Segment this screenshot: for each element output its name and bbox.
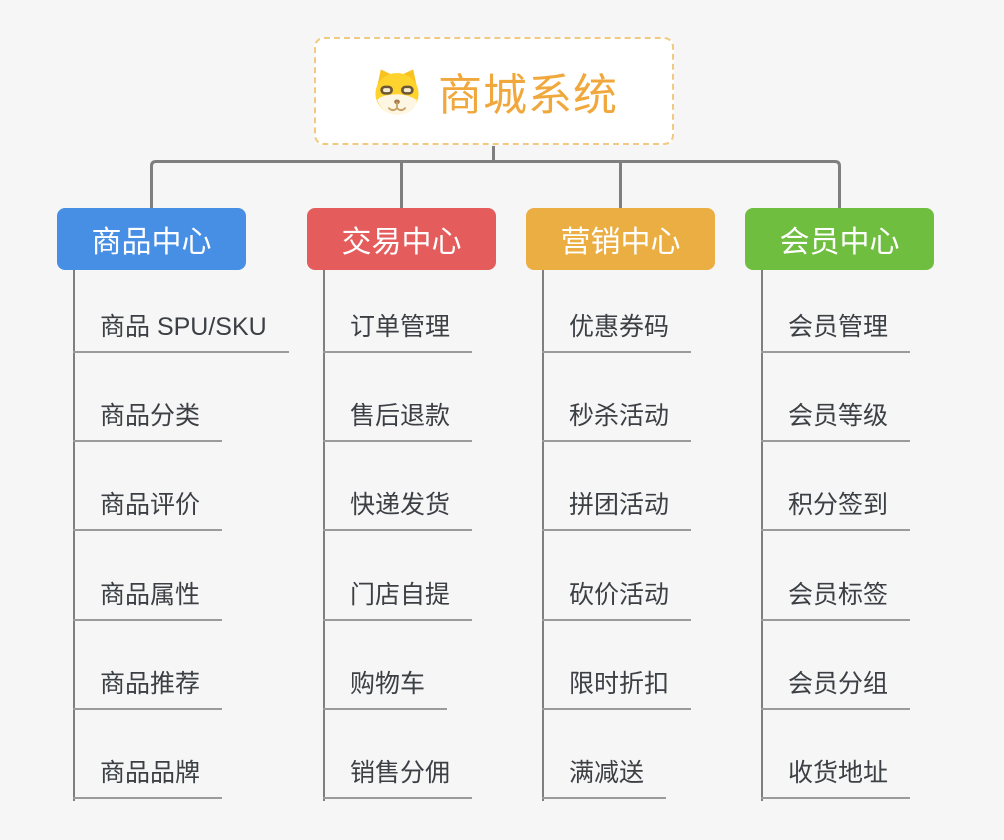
branch-product-center: 商品中心 商品 SPU/SKU 商品分类 商品评价 商品属性 商品推荐 商品品牌 <box>57 208 289 818</box>
branch-spine <box>73 270 75 801</box>
branch-label: 营销中心 <box>560 226 681 259</box>
leaf-node[interactable]: 商品属性 <box>73 578 223 621</box>
branch-member-center: 会员中心 会员管理 会员等级 积分签到 会员标签 会员分组 收货地址 <box>745 208 934 818</box>
branch-bus-line <box>150 160 841 209</box>
root-title: 商城系统 <box>438 71 618 120</box>
leaf-node[interactable]: 拼团活动 <box>542 488 692 531</box>
leaf-node[interactable]: 销售分佣 <box>323 756 473 799</box>
leaf-node[interactable]: 商品 SPU/SKU <box>73 310 289 353</box>
branch-node-marketing-center[interactable]: 营销中心 <box>526 208 715 270</box>
leaf-node[interactable]: 商品推荐 <box>73 667 223 710</box>
leaf-node[interactable]: 会员分组 <box>761 667 911 710</box>
leaf-node[interactable]: 砍价活动 <box>542 578 692 621</box>
branch-node-trade-center[interactable]: 交易中心 <box>307 208 496 270</box>
leaf-node[interactable]: 收货地址 <box>761 756 911 799</box>
leaf-node[interactable]: 限时折扣 <box>542 667 692 710</box>
root-node[interactable]: 商城系统 <box>314 37 674 145</box>
branch-label: 交易中心 <box>341 226 462 259</box>
branch-spine <box>323 270 325 801</box>
branch-node-product-center[interactable]: 商品中心 <box>57 208 246 270</box>
leaf-node[interactable]: 商品品牌 <box>73 756 223 799</box>
leaf-node[interactable]: 商品评价 <box>73 488 223 531</box>
leaf-node[interactable]: 满减送 <box>542 756 667 799</box>
leaf-node[interactable]: 积分签到 <box>761 488 911 531</box>
branch-label: 商品中心 <box>91 226 212 259</box>
leaf-node[interactable]: 会员等级 <box>761 399 911 442</box>
branch-spine <box>542 270 544 801</box>
leaf-node[interactable]: 会员标签 <box>761 578 911 621</box>
leaf-node[interactable]: 会员管理 <box>761 310 911 353</box>
branch-marketing-center: 营销中心 优惠券码 秒杀活动 拼团活动 砍价活动 限时折扣 满减送 <box>526 208 715 818</box>
branch-trade-center: 交易中心 订单管理 售后退款 快递发货 门店自提 购物车 销售分佣 <box>307 208 496 818</box>
leaf-node[interactable]: 优惠券码 <box>542 310 692 353</box>
leaf-node[interactable]: 门店自提 <box>323 578 473 621</box>
leaf-node[interactable]: 秒杀活动 <box>542 399 692 442</box>
leaf-node[interactable]: 快递发货 <box>323 488 473 531</box>
leaf-node[interactable]: 商品分类 <box>73 399 223 442</box>
branch-label: 会员中心 <box>779 226 900 259</box>
leaf-node[interactable]: 订单管理 <box>323 310 473 353</box>
leaf-node[interactable]: 售后退款 <box>323 399 473 442</box>
leaf-node[interactable]: 购物车 <box>323 667 448 710</box>
branch-spine <box>761 270 763 801</box>
dog-face-icon <box>375 69 419 115</box>
branch-node-member-center[interactable]: 会员中心 <box>745 208 934 270</box>
